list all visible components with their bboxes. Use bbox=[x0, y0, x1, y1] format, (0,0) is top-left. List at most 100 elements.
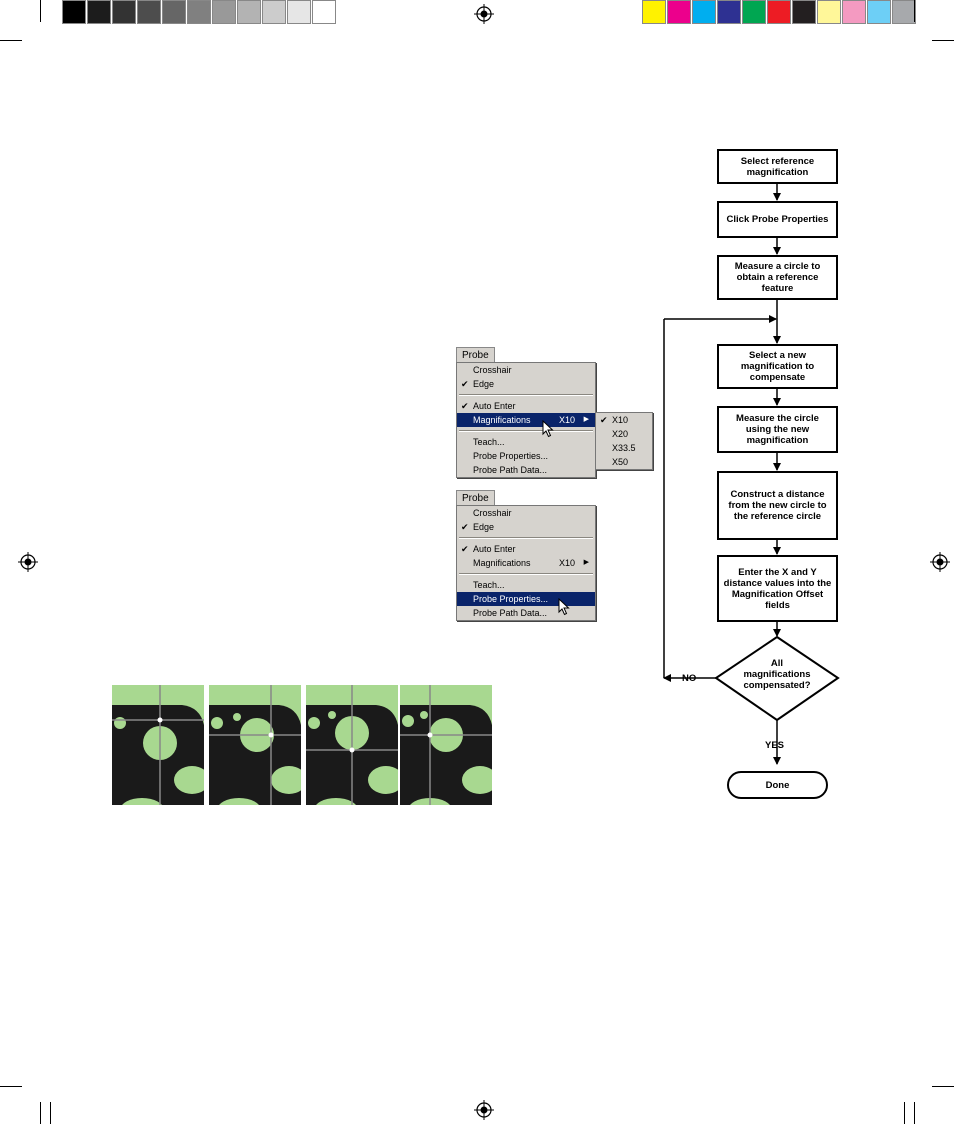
menu-item[interactable]: Crosshair bbox=[457, 506, 595, 520]
menu-item-label: Probe Properties... bbox=[473, 594, 549, 604]
checkmark-icon: ✔ bbox=[461, 522, 469, 532]
crop-mark bbox=[932, 1086, 954, 1087]
crop-mark bbox=[0, 1086, 22, 1087]
menu-separator bbox=[459, 573, 593, 575]
crop-mark bbox=[40, 0, 41, 22]
menu-item[interactable]: Magnifications X10 ▶ bbox=[457, 413, 595, 427]
submenu-item[interactable]: ✔ X10 bbox=[596, 413, 652, 427]
flow-step-text: Measure a circle to obtain a reference f… bbox=[734, 261, 821, 294]
part-image-left-edge bbox=[400, 685, 492, 805]
grayscale-color-bar bbox=[62, 0, 337, 24]
flow-step-measure-new: Measure the circle using the new magnifi… bbox=[717, 406, 838, 453]
flow-step-text: Enter the X and Y distance values into t… bbox=[723, 566, 832, 611]
menu-item-label: Edge bbox=[473, 522, 495, 532]
no-label: NO bbox=[682, 673, 697, 684]
checkmark-icon: ✔ bbox=[600, 415, 608, 425]
menu-item-label: Magnifications bbox=[473, 558, 531, 568]
gray-swatch bbox=[87, 0, 111, 24]
flow-end-text: Done bbox=[765, 779, 790, 791]
submenu-item-label: X10 bbox=[612, 415, 629, 425]
submenu-arrow-icon: ▶ bbox=[583, 559, 589, 566]
gray-swatch bbox=[137, 0, 161, 24]
decision-text: All magnifications compensated? bbox=[743, 658, 811, 691]
menu-item-label: Magnifications bbox=[473, 415, 531, 425]
menu-separator bbox=[459, 537, 593, 539]
crop-mark bbox=[932, 40, 954, 41]
part-image-right-edge bbox=[209, 685, 301, 805]
flow-step-enter-offsets: Enter the X and Y distance values into t… bbox=[717, 555, 838, 622]
flow-step-construct-distance: Construct a distance from the new circle… bbox=[717, 471, 838, 540]
checkmark-icon: ✔ bbox=[461, 401, 469, 411]
color-swatch bbox=[867, 0, 891, 24]
submenu-item[interactable]: X20 bbox=[596, 427, 652, 441]
gray-swatch bbox=[162, 0, 186, 24]
color-swatch bbox=[842, 0, 866, 24]
menu-item[interactable]: Teach... bbox=[457, 435, 595, 449]
gray-swatch bbox=[237, 0, 261, 24]
menu-item-label: Teach... bbox=[473, 580, 505, 590]
menu-item[interactable]: Probe Properties... bbox=[457, 592, 595, 606]
color-swatch bbox=[692, 0, 716, 24]
menu-item[interactable]: Teach... bbox=[457, 578, 595, 592]
menu-item[interactable]: Crosshair bbox=[457, 363, 595, 377]
checkmark-icon: ✔ bbox=[461, 544, 469, 554]
menu-item[interactable]: ✔Auto Enter bbox=[457, 542, 595, 556]
menu-separator bbox=[459, 430, 593, 432]
menu-item[interactable]: ✔ Edge bbox=[457, 377, 595, 391]
probe-menu-title[interactable]: Probe bbox=[456, 490, 495, 507]
part-image-top-edge bbox=[112, 685, 204, 805]
color-swatch bbox=[767, 0, 791, 24]
submenu-item[interactable]: X33.5 bbox=[596, 441, 652, 455]
menu-item-label: Crosshair bbox=[473, 365, 512, 375]
submenu-item-label: X50 bbox=[612, 457, 629, 467]
submenu-item[interactable]: X50 bbox=[596, 455, 652, 469]
crop-mark bbox=[914, 0, 915, 22]
part-image-bottom-edge bbox=[306, 685, 398, 805]
gray-swatch bbox=[62, 0, 86, 24]
menu-item[interactable]: ✔Auto Enter bbox=[457, 399, 595, 413]
menu-item-label: Crosshair bbox=[473, 508, 512, 518]
menu-item[interactable]: Magnifications X10 ▶ bbox=[457, 556, 595, 570]
flow-step-text: Construct a distance from the new circle… bbox=[728, 489, 827, 522]
flow-step-text: Measure the circle using the new magnifi… bbox=[736, 413, 819, 446]
color-swatch bbox=[817, 0, 841, 24]
color-swatch bbox=[717, 0, 741, 24]
menu-item-label: Edge bbox=[473, 379, 495, 389]
menu-item-value: X10 bbox=[558, 415, 575, 425]
submenu-item-label: X20 bbox=[612, 429, 629, 439]
menu-item-value: X10 bbox=[558, 558, 575, 568]
gray-swatch bbox=[287, 0, 311, 24]
flow-step-text: Select reference magnification bbox=[740, 155, 815, 178]
gray-swatch bbox=[212, 0, 236, 24]
crop-mark bbox=[914, 1102, 915, 1124]
checkmark-icon: ✔ bbox=[461, 379, 469, 389]
menu-item-label: Probe Properties... bbox=[473, 451, 549, 461]
menu-item-label: Teach... bbox=[473, 437, 505, 447]
flow-end-done: Done bbox=[727, 771, 828, 799]
yes-label: YES bbox=[765, 740, 785, 751]
menu-item-label: Probe Path Data... bbox=[473, 608, 548, 618]
color-swatch bbox=[892, 0, 916, 24]
menu-item[interactable]: Probe Path Data... bbox=[457, 606, 595, 620]
menu-item-label: Probe Path Data... bbox=[473, 465, 548, 475]
flow-step-text: Click Probe Properties bbox=[726, 214, 829, 225]
registration-mark-icon bbox=[474, 4, 494, 24]
mouse-pointer-icon bbox=[558, 598, 570, 616]
menu-item[interactable]: Probe Properties... bbox=[457, 449, 595, 463]
flow-step-select-new-magnification: Select a new magnification to compensate bbox=[717, 344, 838, 389]
flow-step-measure-reference: Measure a circle to obtain a reference f… bbox=[717, 255, 838, 300]
registration-mark-icon bbox=[930, 552, 950, 572]
probe-menu-title[interactable]: Probe bbox=[456, 347, 495, 364]
registration-mark-icon bbox=[474, 1100, 494, 1120]
color-swatch bbox=[742, 0, 766, 24]
color-swatch bbox=[792, 0, 816, 24]
flow-step-select-reference: Select reference magnification bbox=[717, 149, 838, 184]
process-color-bar bbox=[642, 0, 917, 24]
gray-swatch bbox=[187, 0, 211, 24]
menu-item[interactable]: ✔ Edge bbox=[457, 520, 595, 534]
submenu-arrow-icon: ▶ bbox=[583, 416, 589, 423]
menu-item[interactable]: Probe Path Data... bbox=[457, 463, 595, 477]
